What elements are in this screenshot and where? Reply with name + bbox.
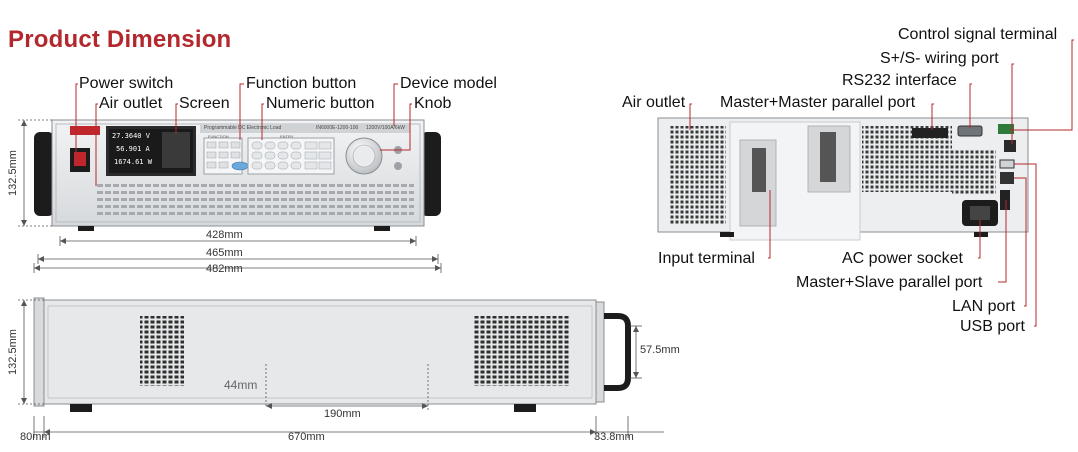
panel-model-text: IN6000E-1200-100 (316, 125, 359, 131)
master-master-port (912, 128, 948, 138)
rear-view: Control signal terminal S+/S- wiring por… (540, 0, 1078, 340)
front-right-handle (421, 132, 441, 216)
front-offset-dim: 80mm (20, 431, 51, 443)
depth-dim: 670mm (288, 431, 325, 443)
handle-height-dim: 57.5mm (640, 344, 680, 356)
callout-device-model: Device model (400, 75, 497, 92)
callout-input-terminal: Input terminal (658, 250, 755, 267)
side-left-grill (140, 316, 184, 386)
callout-power-switch: Power switch (79, 75, 174, 92)
callout-screen: Screen (179, 95, 230, 112)
callout-ac-power-socket: AC power socket (842, 250, 963, 267)
side-view: 132.5mm 57.5mm 44mm 190mm 80mm 670mm 33.… (0, 290, 700, 452)
callout-function-button: Function button (246, 75, 357, 92)
sense-wiring-port (1004, 140, 1016, 152)
control-signal-terminal (998, 124, 1014, 134)
vent-width-dim: 190mm (324, 408, 361, 420)
page-title: Product Dimension (8, 26, 232, 53)
master-slave-port (1000, 190, 1010, 210)
front-width-482: 482mm (206, 263, 243, 275)
rear-right-grill (952, 150, 996, 194)
callout-master-slave-port: Master+Slave parallel port (796, 274, 983, 291)
vent-height-dim: 44mm (224, 378, 258, 392)
front-width-428: 428mm (206, 229, 243, 241)
callout-knob: Knob (414, 95, 452, 112)
callout-front-air-outlet: Air outlet (99, 95, 163, 112)
brand-logo (70, 126, 100, 135)
callout-control-signal-terminal: Control signal terminal (898, 26, 1058, 43)
screen-voltage-readout: 27.3640 V (112, 132, 150, 140)
callout-rear-air-outlet: Air outlet (622, 94, 686, 111)
panel-brand-strip: Programmable DC Electronic Load (204, 125, 282, 131)
callout-master-master-port: Master+Master parallel port (720, 94, 916, 111)
rear-left-grill (670, 126, 726, 224)
front-left-handle (34, 132, 54, 216)
panel-spec-text: 1200V/100A/6kW (366, 125, 405, 131)
handle-depth-dim: 33.8mm (594, 431, 634, 443)
front-vent (96, 180, 414, 216)
front-width-465: 465mm (206, 247, 243, 259)
front-height-dim: 132.5mm (7, 150, 19, 196)
callout-usb-port: USB port (960, 318, 1025, 335)
side-right-grill (474, 316, 570, 386)
callout-rs232-interface: RS232 interface (842, 72, 957, 89)
usb-port (999, 159, 1015, 169)
side-handle (604, 313, 631, 391)
screen-current-readout: 56.901 A (116, 145, 150, 153)
callout-numeric-button: Numeric button (266, 95, 375, 112)
callout-lan-port: LAN port (952, 298, 1016, 315)
input-terminal-block (752, 148, 766, 192)
lan-port (1000, 172, 1014, 184)
screen-power-readout: 1674.61 W (114, 158, 152, 166)
front-view: Power switch Air outlet Screen Function … (0, 0, 540, 290)
panel-function-label: FUNCTION (208, 134, 229, 139)
panel-entry-label: ENTRY (280, 134, 294, 139)
side-height-dim: 132.5mm (7, 329, 19, 375)
callout-sense-wiring-port: S+/S- wiring port (880, 50, 999, 67)
